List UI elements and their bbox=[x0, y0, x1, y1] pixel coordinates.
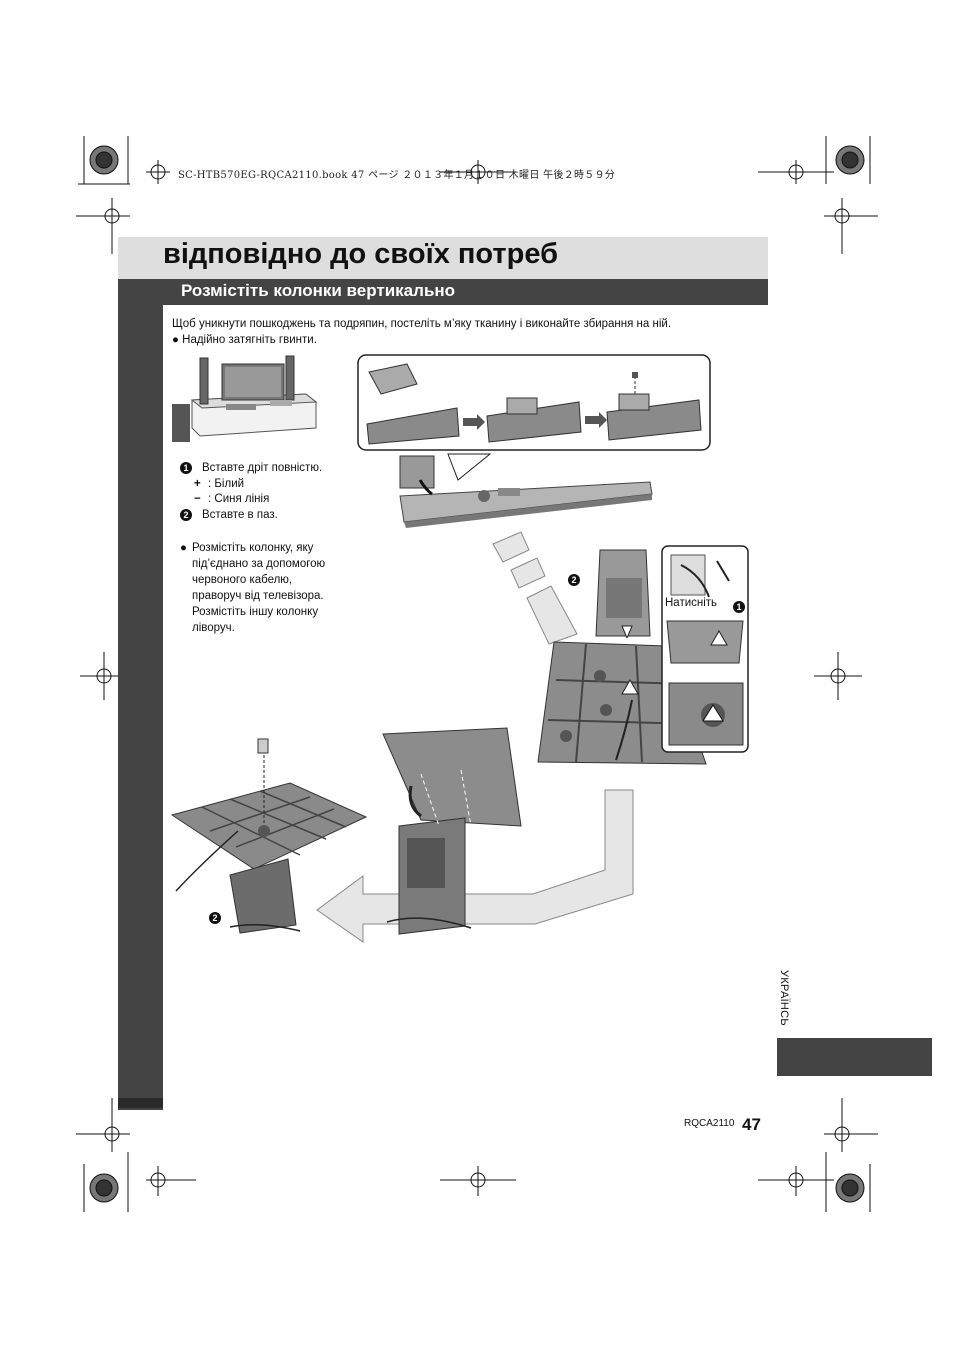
callout-1-badge: 1 bbox=[733, 597, 745, 615]
assembly-flow-arrows bbox=[316, 531, 634, 943]
subtitle-band bbox=[118, 279, 768, 305]
left-margin-bar bbox=[118, 278, 163, 1110]
minus-text: : Синя лінія bbox=[208, 493, 270, 505]
language-label: УКРАЇНСЬ bbox=[778, 970, 790, 1026]
detail-zoom-panel bbox=[661, 545, 749, 753]
section-subtitle: Розмістіть колонки вертикально bbox=[181, 281, 456, 300]
plus-symbol: + bbox=[194, 477, 201, 490]
page-title: відповідно до своїх потреб bbox=[163, 238, 558, 270]
tv-stand-illustration bbox=[382, 727, 522, 935]
print-header: SC-HTB570EG-RQCA2110.book 47 ページ ２０１３年１月… bbox=[178, 170, 616, 181]
tv-setup-illustration bbox=[172, 355, 318, 442]
page-number: 47 bbox=[742, 1115, 761, 1134]
step-2: 2 Вставте в паз. bbox=[180, 508, 322, 524]
note-line-3: червоного кабелю, bbox=[192, 574, 293, 586]
speaker-base-bottom-illustration bbox=[170, 738, 368, 934]
left-margin-bar-end bbox=[118, 1098, 163, 1108]
intro-text: Щоб уникнути пошкоджень та подряпин, пос… bbox=[172, 316, 671, 348]
assembly-steps: 1 Вставте дріт повністю. + : Білий − : С… bbox=[180, 461, 322, 523]
plus-text: : Білий bbox=[208, 477, 245, 490]
language-tab-bar bbox=[777, 1038, 932, 1076]
placement-note: ● Розмістіть колонку, яку під’єднано за … bbox=[180, 540, 350, 636]
step-1-number: 1 bbox=[180, 462, 192, 474]
intro-line-1: Щоб уникнути пошкоджень та подряпин, пос… bbox=[172, 318, 672, 330]
note-line-4: праворуч від телевізора. bbox=[192, 590, 324, 602]
wire-plus-row: + : Білий bbox=[180, 477, 322, 493]
step-2-text: Вставте в паз. bbox=[202, 508, 278, 521]
soundbar-illustration bbox=[399, 453, 653, 528]
minus-symbol: − bbox=[194, 493, 201, 505]
callout-2-top-badge: 2 bbox=[568, 570, 580, 588]
document-code: RQCA2110 bbox=[684, 1118, 735, 1129]
intro-line-2: ● Надійно затягніть гвинти. bbox=[172, 334, 317, 346]
callout-2-bottom-badge: 2 bbox=[209, 908, 221, 926]
step-1-text: Вставте дріт повністю. bbox=[202, 462, 323, 474]
note-line-1: Розмістіть колонку, яку bbox=[192, 542, 314, 554]
step-2-number: 2 bbox=[180, 508, 192, 521]
step-1: 1 Вставте дріт повністю. bbox=[180, 461, 322, 477]
note-bullet: ● bbox=[180, 542, 187, 554]
bracket-assembly-panel bbox=[357, 354, 711, 451]
press-label: Натисніть bbox=[665, 597, 718, 609]
wire-minus-row: − : Синя лінія bbox=[180, 492, 322, 508]
speaker-terminal-illustration bbox=[595, 549, 651, 638]
title-band bbox=[118, 237, 768, 279]
note-line-5: Розмістіть іншу колонку bbox=[192, 606, 319, 618]
note-line-2: під’єднано за допомогою bbox=[192, 558, 326, 570]
note-line-6: ліворуч. bbox=[192, 622, 235, 634]
